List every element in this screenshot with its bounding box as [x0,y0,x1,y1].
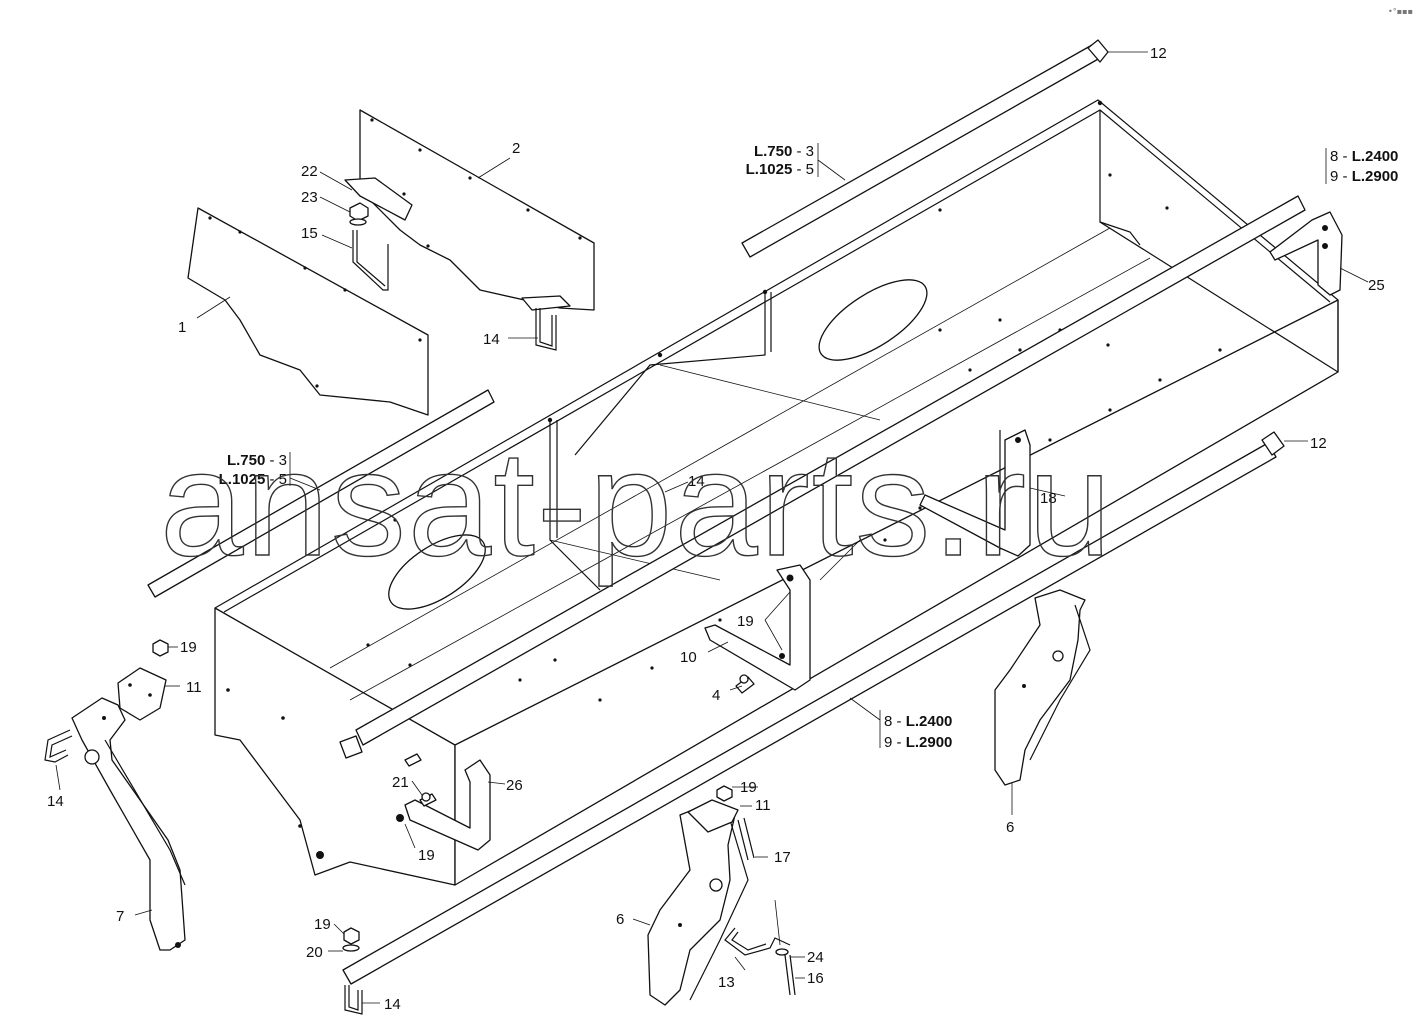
variant-top-len-1: L.750 [754,143,792,160]
bracket-10 [704,564,811,691]
variant-mid-num-1: 8 [884,713,892,730]
callout-22: 22 [301,163,318,180]
svg-text:8 - L.2400: 8 - L.2400 [884,713,952,730]
callout-labels: 1 2 22 23 15 14 12 25 18 14 12 19 10 4 1… [47,45,1385,1013]
svg-text:8 - L.2400: 8 - L.2400 [1330,148,1398,165]
svg-text:9 - L.2900: 9 - L.2900 [1330,168,1398,185]
variant-mid-num-2: 9 [884,734,892,751]
tube-left-short [147,389,495,598]
callout-14-left: 14 [47,793,64,810]
callout-19-left: 19 [180,639,197,656]
bracket-25 [1269,211,1343,296]
side-panel-1 [187,207,429,416]
svg-text:L.1025 - 5: L.1025 - 5 [219,471,287,488]
callout-14-mid: 14 [688,473,705,490]
bracket-26 [396,759,491,851]
side-panel-2 [344,109,595,311]
callout-12-right: 12 [1310,435,1327,452]
variant-left-len-1: L.750 [227,452,265,469]
bolt-21 [404,753,437,807]
clamp-left [339,735,363,759]
callout-23: 23 [301,189,318,206]
callout-19-c: 19 [740,779,757,796]
callout-6-right: 6 [1006,819,1014,836]
callout-4: 4 [712,687,720,704]
callout-20: 20 [306,944,323,961]
bottom-u-bolt-14 [342,927,363,1015]
variant-left-len-2: L.1025 [219,471,266,488]
leg-6-mid [647,785,796,1006]
variant-right-len-1: L.2400 [1352,148,1399,165]
callout-14-bottom: 14 [384,996,401,1013]
leader-lines [55,51,1369,1004]
callout-11-c: 11 [755,797,771,814]
callout-26: 26 [506,777,523,794]
callout-11-left: 11 [186,679,202,696]
corner-mark: •°▪▪▪ [1388,7,1413,16]
variant-right-num-1: 8 [1330,148,1338,165]
callout-15: 15 [301,225,318,242]
tube-top-short [741,39,1109,258]
svg-text:L.1025 - 5: L.1025 - 5 [746,161,814,178]
callout-25: 25 [1368,277,1385,294]
callout-7: 7 [116,908,124,925]
svg-text:L.750 - 3: L.750 - 3 [754,143,814,160]
variant-left: L.750 - 3 L.1025 - 5 [219,452,287,488]
svg-text:9 - L.2900: 9 - L.2900 [884,734,952,751]
callout-10: 10 [680,649,697,666]
tube-long-upper [355,195,1306,746]
callout-12-top: 12 [1150,45,1167,62]
variant-top-len-2: L.1025 [746,161,793,178]
callout-19-d: 19 [314,916,331,933]
callout-19-b: 19 [418,847,435,864]
callout-19-a: 19 [737,613,754,630]
variant-mid-len-2: L.2900 [906,734,953,751]
bracket-18 [919,429,1031,557]
callout-21: 21 [392,774,409,791]
callout-13: 13 [718,974,735,991]
variant-right-num-2: 9 [1330,168,1338,185]
u-bolt-14-top [535,308,557,351]
callout-16: 16 [807,970,824,987]
callout-1: 1 [178,319,186,336]
variant-mid: 8 - L.2400 9 - L.2900 [884,713,952,751]
variant-top-num-1: 3 [806,143,814,160]
callout-18: 18 [1040,490,1057,507]
callout-24: 24 [807,949,824,966]
bolt-4 [735,674,755,694]
variant-top-num-2: 5 [806,161,814,178]
leg-6-right [994,589,1091,786]
callout-17: 17 [774,849,791,866]
variant-mid-len-1: L.2400 [906,713,953,730]
variant-right-len-2: L.2900 [1352,168,1399,185]
callout-2: 2 [512,140,520,157]
callout-6-mid: 6 [616,911,624,928]
variant-right: 8 - L.2400 9 - L.2900 [1330,148,1398,185]
variant-left-num-1: 3 [279,452,287,469]
u-bolt-15 [349,202,389,291]
callout-14-top: 14 [483,331,500,348]
leg-7 [44,639,186,951]
variant-top: L.750 - 3 L.1025 - 5 [746,143,814,178]
tube-long-lower [342,431,1285,985]
svg-text:L.750 - 3: L.750 - 3 [227,452,287,469]
hopper-box [214,99,1339,886]
variant-separators [289,143,1327,748]
watermark: ansat-parts.ru [160,419,1113,587]
variant-left-num-2: 5 [279,471,287,488]
